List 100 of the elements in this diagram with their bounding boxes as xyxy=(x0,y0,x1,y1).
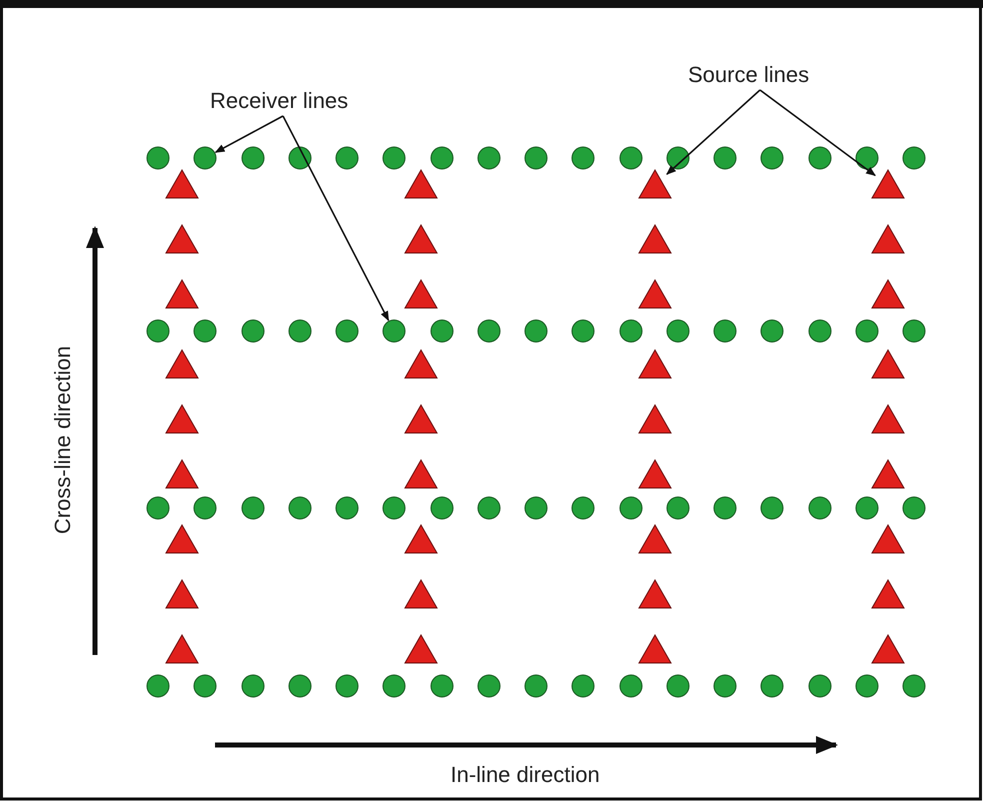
receiver-dot xyxy=(760,320,784,342)
leader-line xyxy=(760,89,876,176)
receiver-dot xyxy=(572,496,594,520)
receiver-dot xyxy=(666,146,690,170)
receiver-dot xyxy=(524,146,548,170)
source-triangle xyxy=(638,169,672,198)
source-triangle xyxy=(871,169,905,198)
receiver-dot xyxy=(146,146,170,170)
source-triangle xyxy=(638,349,672,378)
receiver-dot xyxy=(714,146,736,170)
receiver-dot xyxy=(194,146,216,170)
receiver-dot xyxy=(902,496,926,520)
receiver-dot xyxy=(194,320,216,342)
source-triangle xyxy=(871,524,905,554)
receiver-dot xyxy=(620,496,642,520)
callout-label: Source lines xyxy=(688,62,810,88)
receiver-dot xyxy=(760,674,784,698)
source-triangle xyxy=(165,524,199,554)
source-triangle xyxy=(404,459,438,488)
receiver-dot xyxy=(856,496,878,520)
source-triangle xyxy=(871,404,905,434)
source-triangle xyxy=(871,224,905,254)
receiver-dot xyxy=(524,320,548,342)
receiver-dot xyxy=(336,320,358,342)
receiver-dot xyxy=(478,496,500,520)
leader-line xyxy=(214,115,284,154)
receiver-dot xyxy=(430,320,454,342)
receiver-dot xyxy=(714,674,736,698)
axis-label: In-line direction xyxy=(450,762,600,788)
receiver-dot xyxy=(808,674,832,698)
receiver-dot xyxy=(620,146,642,170)
source-triangle xyxy=(638,224,672,254)
receiver-dot xyxy=(856,674,878,698)
receiver-dot xyxy=(242,674,264,698)
receiver-dot xyxy=(288,674,312,698)
leader-line xyxy=(282,116,390,322)
receiver-dot xyxy=(572,146,594,170)
receiver-dot xyxy=(478,320,500,342)
receiver-dot xyxy=(146,674,170,698)
source-triangle xyxy=(638,524,672,554)
callout-label: Receiver lines xyxy=(210,88,348,114)
source-triangle xyxy=(871,349,905,378)
source-triangle xyxy=(871,279,905,308)
leader-line xyxy=(666,89,761,175)
source-triangle xyxy=(165,169,199,198)
source-triangle xyxy=(871,579,905,608)
receiver-dot xyxy=(620,320,642,342)
receiver-dot xyxy=(808,146,832,170)
receiver-dot xyxy=(714,320,736,342)
source-triangle xyxy=(404,224,438,254)
source-triangle xyxy=(638,404,672,434)
receiver-dot xyxy=(902,320,926,342)
source-triangle xyxy=(404,524,438,554)
receiver-dot xyxy=(760,146,784,170)
receiver-dot xyxy=(478,146,500,170)
receiver-dot xyxy=(808,496,832,520)
receiver-dot xyxy=(666,496,690,520)
source-triangle xyxy=(165,279,199,308)
source-triangle xyxy=(404,404,438,434)
receiver-dot xyxy=(194,496,216,520)
source-triangle xyxy=(404,279,438,308)
receiver-dot xyxy=(902,146,926,170)
source-triangle xyxy=(638,279,672,308)
receiver-dot xyxy=(856,146,878,170)
source-triangle xyxy=(165,224,199,254)
receiver-dot xyxy=(288,146,312,170)
receiver-dot xyxy=(382,674,406,698)
receiver-dot xyxy=(242,320,264,342)
receiver-dot xyxy=(288,320,312,342)
source-triangle xyxy=(165,459,199,488)
receiver-dot xyxy=(760,496,784,520)
receiver-dot xyxy=(288,496,312,520)
receiver-dot xyxy=(524,674,548,698)
receiver-dot xyxy=(430,146,454,170)
source-triangle xyxy=(165,349,199,378)
receiver-dot xyxy=(856,320,878,342)
source-triangle xyxy=(404,169,438,198)
receiver-dot xyxy=(572,320,594,342)
receiver-dot xyxy=(524,496,548,520)
receiver-dot xyxy=(666,674,690,698)
receiver-dot xyxy=(430,496,454,520)
receiver-dot xyxy=(146,496,170,520)
receiver-dot xyxy=(808,320,832,342)
receiver-dot xyxy=(430,674,454,698)
receiver-dot xyxy=(714,496,736,520)
receiver-dot xyxy=(336,146,358,170)
receiver-dot xyxy=(382,146,406,170)
receiver-dot xyxy=(902,674,926,698)
receiver-dot xyxy=(382,320,406,342)
receiver-dot xyxy=(242,496,264,520)
receiver-dot xyxy=(242,146,264,170)
receiver-dot xyxy=(336,674,358,698)
source-triangle xyxy=(404,579,438,608)
source-triangle xyxy=(638,579,672,608)
receiver-dot xyxy=(478,674,500,698)
receiver-dot xyxy=(194,674,216,698)
source-triangle xyxy=(871,634,905,664)
receiver-dot xyxy=(666,320,690,342)
source-triangle xyxy=(404,349,438,378)
source-triangle xyxy=(638,634,672,664)
